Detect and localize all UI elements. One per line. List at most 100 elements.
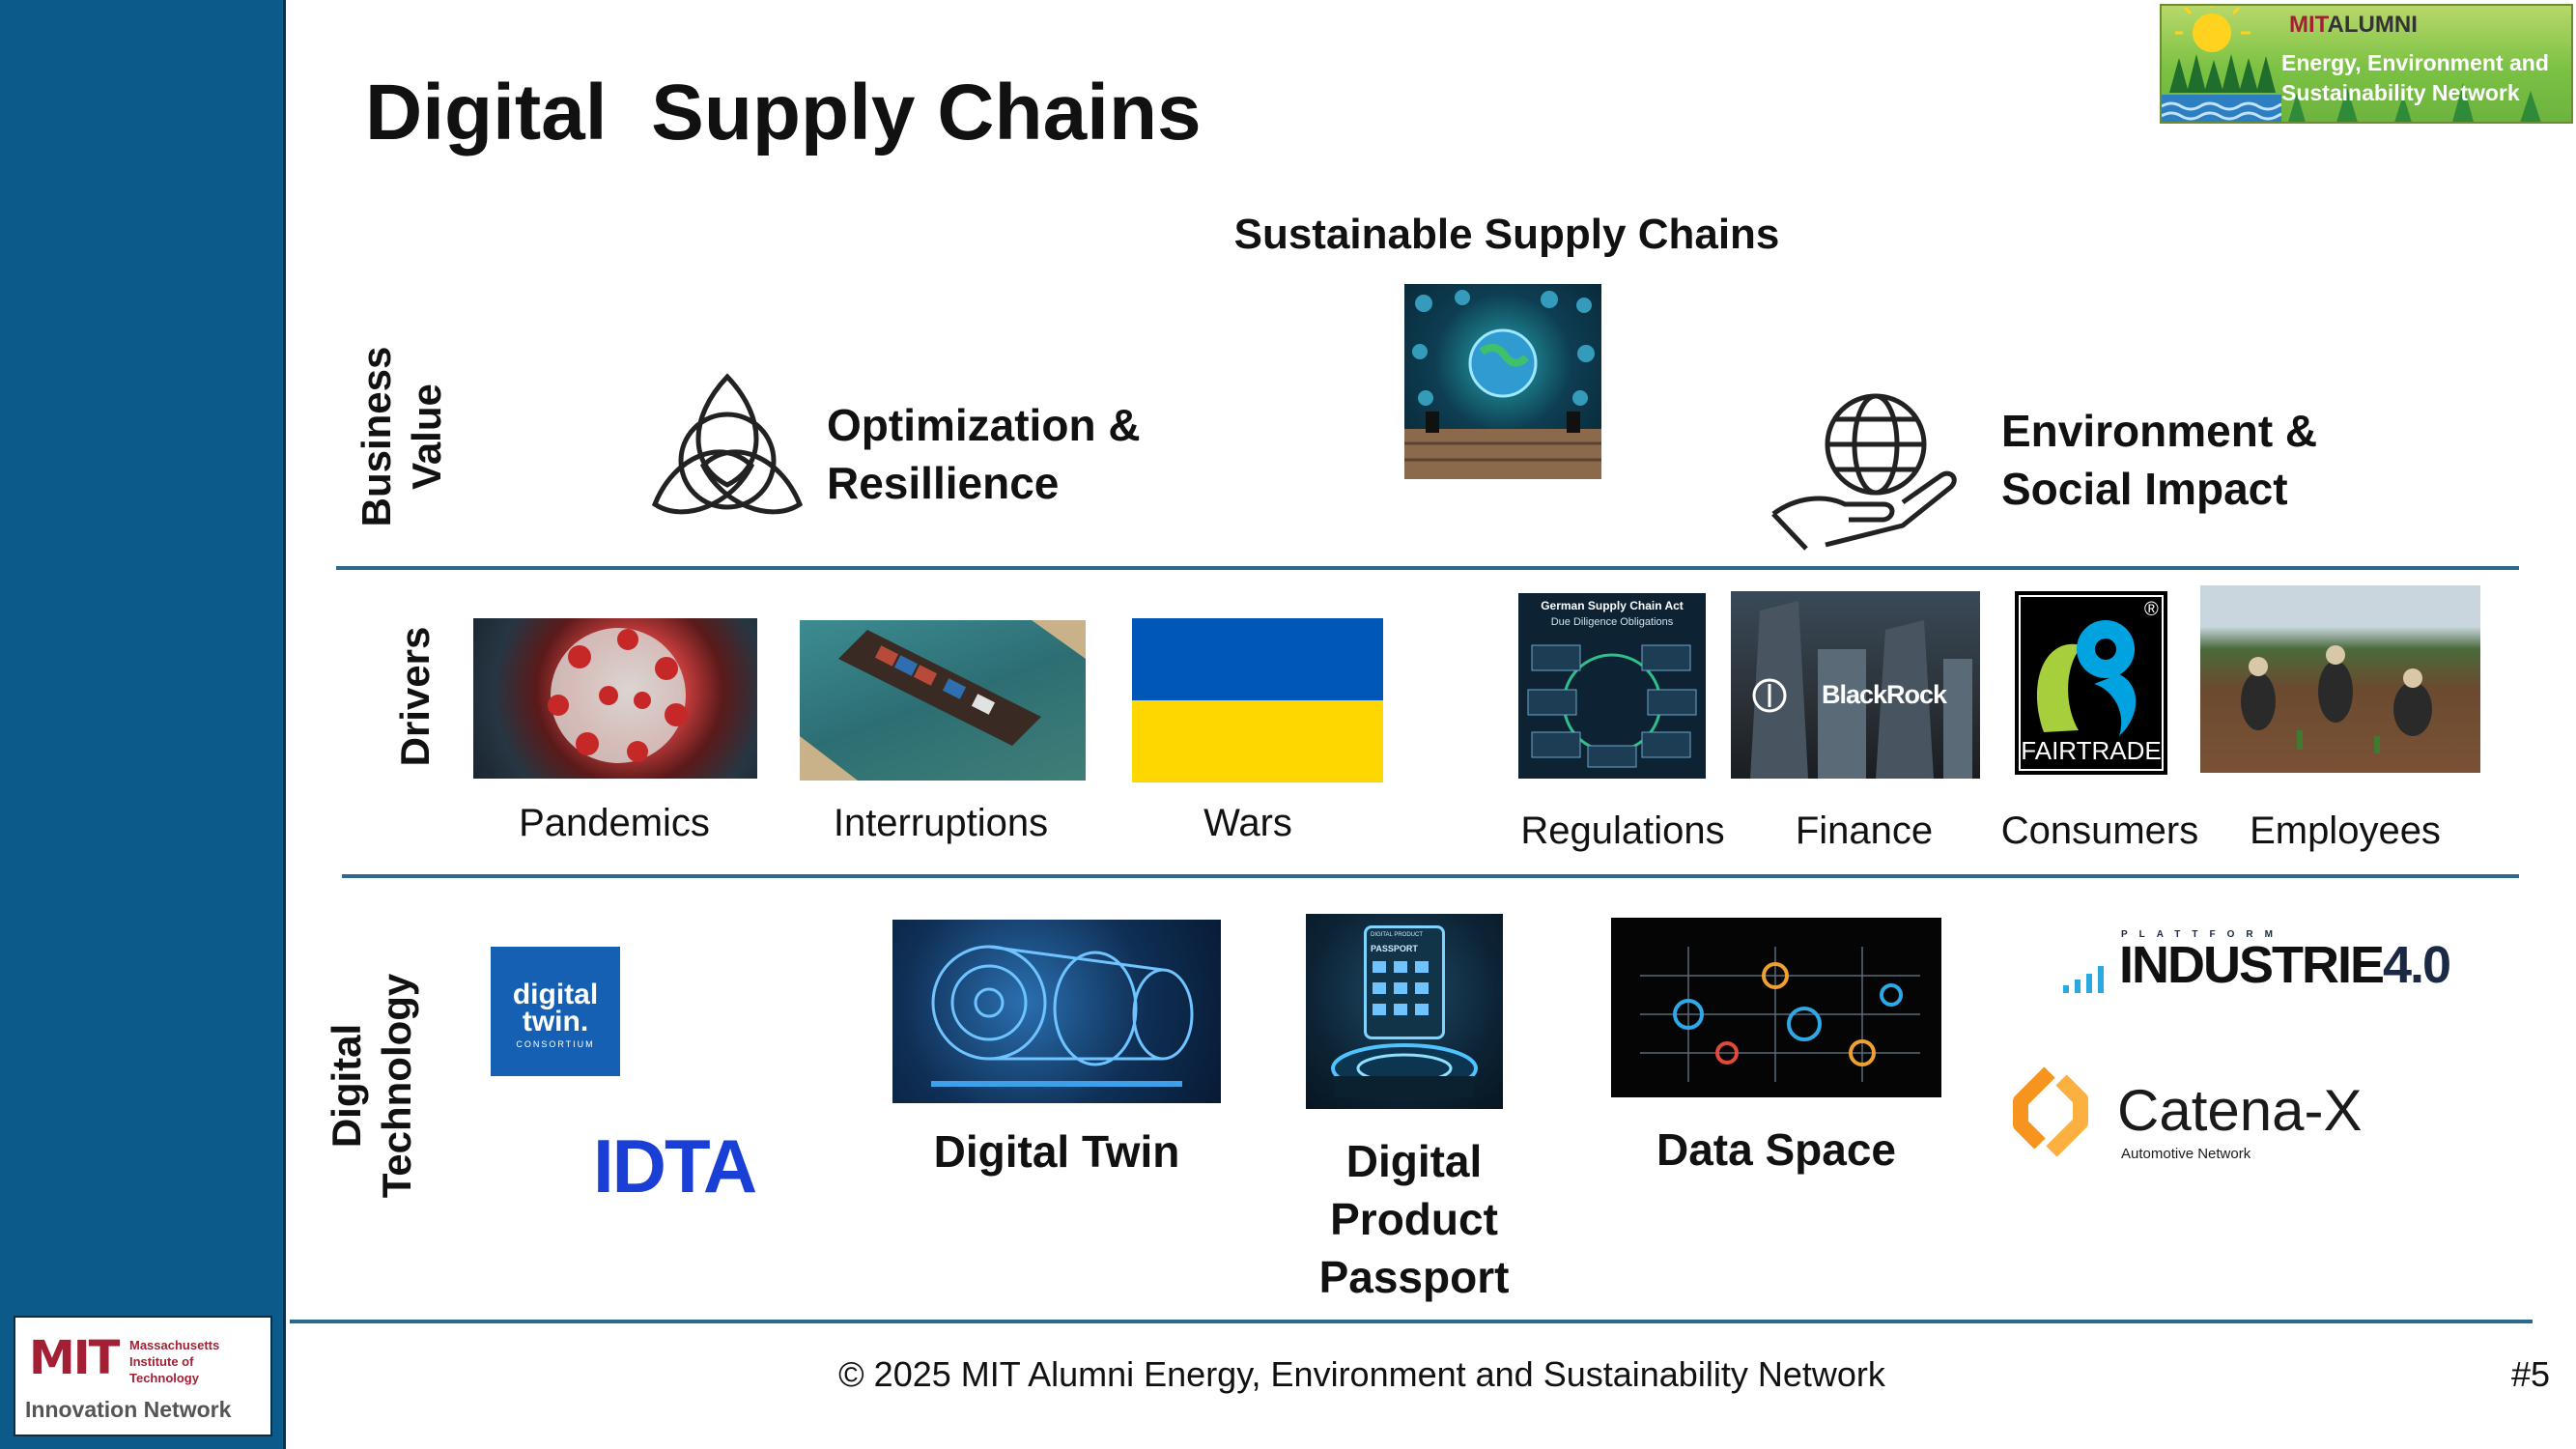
divider-business-drivers [336, 566, 2519, 570]
regulation-doc-subtitle: Due Diligence Obligations [1550, 616, 1674, 628]
holo-pedestal-icon [1331, 1043, 1478, 1097]
landscape-icon [2162, 6, 2281, 122]
digital-product-passport-image: DIGITAL PRODUCT PASSPORT [1306, 914, 1503, 1109]
caption-digital-product-passport: Digital Product Passport [1279, 1132, 1549, 1306]
mit-logo-letters: MIT [29, 1331, 120, 1385]
globe-in-hand-icon [1771, 393, 1957, 551]
tree-silhouettes-icon [2288, 83, 2541, 122]
brand-mit: MIT [2289, 12, 2328, 38]
page-title: Digital Supply Chains [365, 69, 1202, 156]
environment-line2: Social Impact [2001, 464, 2288, 514]
environment-social-impact-label: Environment & Social Impact [2001, 402, 2317, 518]
fairtrade-frame [2019, 595, 2164, 771]
caption-pandemics: Pandemics [519, 802, 710, 844]
catena-x-tagline: Automotive Network [2121, 1146, 2251, 1162]
row-label-value-line: Value [404, 384, 449, 490]
dtc-line2: twin. [522, 1006, 589, 1037]
section-subtitle: Sustainable Supply Chains [1233, 211, 1780, 258]
people-planting-icon [2241, 645, 2432, 753]
flag-blue-stripe [1132, 618, 1383, 700]
caption-digital-twin: Digital Twin [933, 1126, 1180, 1177]
passport-icons-grid [1373, 961, 1429, 1015]
footer-copyright: © 2025 MIT Alumni Energy, Environment an… [838, 1354, 1885, 1394]
passport-screen-label: PASSPORT [1371, 944, 1418, 953]
environment-line1: Environment & [2001, 406, 2318, 456]
caption-finance: Finance [1795, 810, 1934, 852]
network-name-line1: Energy, Environment and [2281, 50, 2549, 75]
optimization-line1: Optimization & [827, 400, 1141, 450]
sidebar-band [0, 0, 286, 1449]
dpp-line2: Product [1330, 1194, 1498, 1244]
registered-mark: ® [2144, 599, 2159, 620]
digital-twin-consortium-logo: digital twin. CONSORTIUM [491, 947, 620, 1076]
signal-bars-icon [2063, 966, 2104, 993]
brand-alumni: ALUMNI [2327, 12, 2418, 38]
mit-institute-name: Massachusetts Institute of Technology [129, 1337, 265, 1386]
row-label-digital-technology: Digital Technology [322, 946, 422, 1226]
globe-network-icon [1404, 290, 1601, 479]
container-ship-icon [800, 620, 1086, 781]
mit-alumni-brand: MITALUMNI [2289, 12, 2418, 39]
digital-twin-consortium-text: digital twin. [491, 979, 620, 1037]
page-number: #5 [2510, 1354, 2550, 1394]
dtc-line1: digital [512, 979, 599, 1010]
passport-screen-top: DIGITAL PRODUCT [1371, 932, 1424, 938]
data-space-image [1611, 918, 1941, 1097]
dpp-line3: Passport [1318, 1252, 1510, 1302]
catena-x-mark-icon [2013, 1066, 2088, 1157]
fairtrade-wordmark: FAIRTRADE [2021, 736, 2162, 765]
regulation-document-image: German Supply Chain Act Due Diligence Ob… [1518, 593, 1706, 779]
caption-regulations: Regulations [1520, 810, 1725, 852]
mit-name-line3: Technology [129, 1371, 199, 1385]
virus-icon [548, 628, 688, 763]
row-label-digital-line: Digital [324, 1023, 369, 1149]
optimization-resilience-label: Optimization & Resillience [827, 396, 1141, 512]
flag-yellow-stripe [1132, 700, 1383, 782]
idta-logo: IDTA [593, 1123, 757, 1208]
divider-drivers-technology [342, 874, 2519, 878]
caption-employees: Employees [2250, 810, 2441, 852]
sustainable-supply-chain-image [1404, 284, 1601, 479]
ukraine-flag-image [1132, 618, 1383, 782]
row-label-technology-line: Technology [374, 973, 419, 1199]
fairtrade-logo: ® FAIRTRADE [2015, 591, 2167, 775]
passport-screen: DIGITAL PRODUCT PASSPORT [1364, 925, 1445, 1039]
blackrock-wordmark: BlackRock [1822, 680, 1947, 709]
row-label-drivers: Drivers [392, 626, 438, 767]
employees-planting-image [2200, 585, 2480, 773]
mit-name-line2: Institute of [129, 1354, 194, 1369]
dtc-line3: CONSORTIUM [516, 1039, 595, 1049]
caption-wars: Wars [1203, 802, 1292, 844]
mit-alumni-eesn-logo: MITALUMNI Energy, Environment and Sustai… [2160, 4, 2573, 124]
network-name-line2: Sustainability Network [2281, 80, 2520, 105]
optimization-line2: Resillience [827, 458, 1060, 508]
digital-twin-turbine-image [892, 920, 1221, 1103]
dpp-line1: Digital [1345, 1136, 1483, 1186]
industrie-name: INDUSTRIE [2119, 936, 2385, 994]
plattform-label: PLATTFORM [2121, 929, 2284, 940]
triquetra-knot-icon [651, 373, 804, 515]
data-network-icon [1640, 947, 1920, 1082]
mit-name-line1: Massachusetts [129, 1338, 220, 1352]
regulation-doc-title: German Supply Chain Act [1541, 599, 1684, 612]
caption-consumers: Consumers [2000, 810, 2199, 852]
turbine-wireframe-icon [931, 945, 1194, 1087]
row-label-business-line: Business [354, 346, 399, 527]
divider-footer [290, 1320, 2533, 1323]
caption-data-space: Data Space [1656, 1124, 1896, 1175]
caption-interruptions: Interruptions [833, 802, 1049, 844]
plattform-industrie-logo: PLATTFORM INDUSTRIE4.0 [2059, 929, 2475, 999]
cycle-diagram-icon [1527, 644, 1697, 768]
industrie-version: 4.0 [2383, 936, 2451, 994]
skyscraper-icon [1750, 601, 1972, 779]
pandemic-virus-image [473, 618, 757, 779]
seal-emblem-icon [1752, 678, 1787, 713]
innovation-network-label: Innovation Network [25, 1397, 232, 1422]
blackrock-finance-image: BlackRock [1731, 591, 1980, 779]
mit-innovation-network-logo: MIT Massachusetts Institute of Technolog… [14, 1316, 272, 1436]
catena-x-logo: Catena-X Automotive Network [2007, 1066, 2393, 1167]
row-label-business-value: Business Value [352, 330, 452, 543]
industrie-wordmark: INDUSTRIE4.0 [2119, 936, 2451, 994]
ship-interruption-image [800, 620, 1086, 781]
catena-x-wordmark: Catena-X [2117, 1078, 2363, 1143]
